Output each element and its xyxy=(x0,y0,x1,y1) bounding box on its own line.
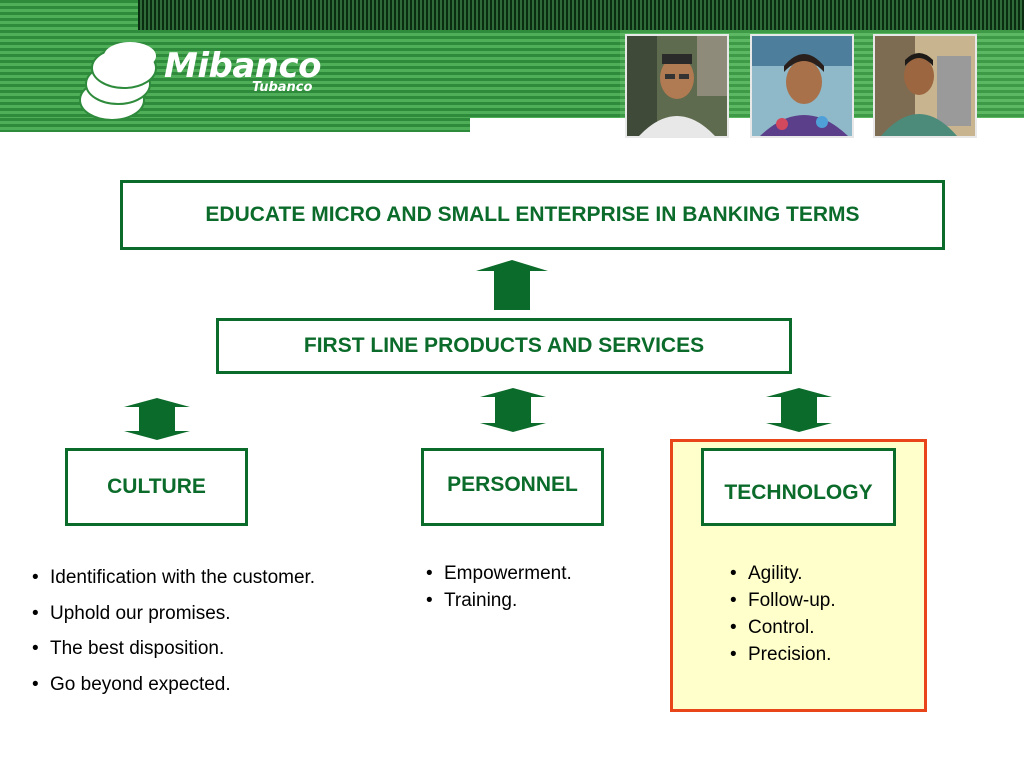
double-arrow-culture-icon xyxy=(124,398,190,440)
photo-man-working xyxy=(873,34,977,138)
goal-label: EDUCATE MICRO AND SMALL ENTERPRISE IN BA… xyxy=(205,203,860,226)
pillar-box-personnel: PERSONNEL xyxy=(421,448,604,526)
pillar-box-culture: CULTURE xyxy=(65,448,248,526)
list-item: Follow-up. xyxy=(726,587,836,614)
goal-box: EDUCATE MICRO AND SMALL ENTERPRISE IN BA… xyxy=(120,180,945,250)
pillar-label-personnel: PERSONNEL xyxy=(447,473,578,496)
photo-man-glasses xyxy=(625,34,729,138)
list-item: Agility. xyxy=(726,560,836,587)
products-box: FIRST LINE PRODUCTS AND SERVICES xyxy=(216,318,792,374)
list-item: Control. xyxy=(726,614,836,641)
double-arrow-technology-icon xyxy=(766,388,832,432)
brand-name: Mibanco xyxy=(164,46,322,86)
list-item: Empowerment. xyxy=(422,560,572,587)
list-item: The best disposition. xyxy=(28,631,315,667)
pillar-label-culture: CULTURE xyxy=(107,475,206,498)
banner-dark-strip xyxy=(138,0,1024,30)
list-item: Uphold our promises. xyxy=(28,596,315,632)
list-item: Training. xyxy=(422,587,572,614)
pillar-box-technology: TECHNOLOGY xyxy=(701,448,896,526)
culture-points-list: Identification with the customer. Uphold… xyxy=(28,560,315,702)
list-item: Precision. xyxy=(726,641,836,668)
list-item: Identification with the customer. xyxy=(28,560,315,596)
arrow-up-icon xyxy=(476,260,548,310)
brand-tagline: Tubanco xyxy=(252,80,313,95)
header-banner: Mibanco Tubanco xyxy=(0,0,1024,140)
products-label: FIRST LINE PRODUCTS AND SERVICES xyxy=(303,334,705,357)
pillar-label-technology: TECHNOLOGY xyxy=(724,481,873,504)
double-arrow-personnel-icon xyxy=(480,388,546,432)
mibanco-logo-icon xyxy=(79,42,157,121)
technology-points-list: Agility. Follow-up. Control. Precision. xyxy=(726,560,836,668)
personnel-points-list: Empowerment. Training. xyxy=(422,560,572,614)
list-item: Go beyond expected. xyxy=(28,667,315,703)
banner-step xyxy=(0,118,470,132)
photo-woman-smiling xyxy=(750,34,854,138)
